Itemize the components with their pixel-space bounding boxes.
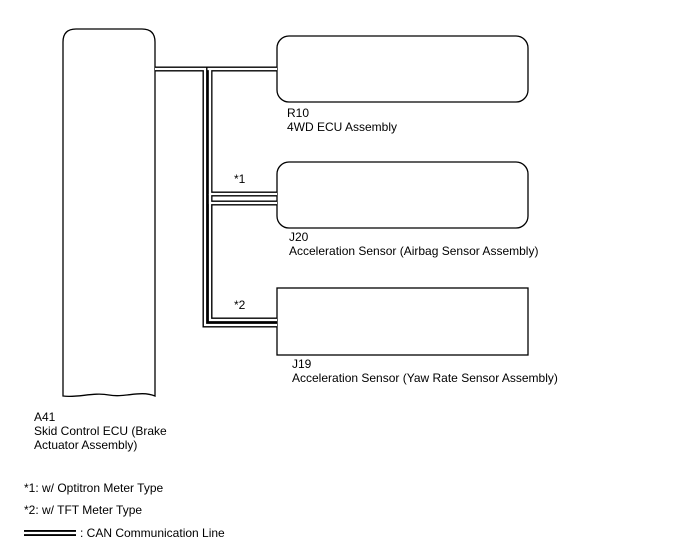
can-bus-wiring — [155, 66, 277, 328]
r10-connector-label: R10 — [287, 106, 310, 120]
a41-ecu-block — [62, 28, 156, 398]
a41-name-line1: Skid Control ECU (Brake — [34, 424, 167, 438]
j19-connector-label: J19 — [292, 357, 312, 371]
j19-box — [276, 287, 529, 356]
legend-note2: *2: w/ TFT Meter Type — [24, 503, 143, 517]
a41-connector-label: A41 — [34, 410, 56, 424]
legend-can-line-label: : CAN Communication Line — [80, 526, 225, 540]
j19-note-marker: *2 — [234, 298, 246, 312]
legend-note1: *1: w/ Optitron Meter Type — [24, 481, 164, 495]
r10-name-label: 4WD ECU Assembly — [287, 120, 398, 134]
j20-connector-label: J20 — [289, 230, 309, 244]
j19-name-label: Acceleration Sensor (Yaw Rate Sensor Ass… — [292, 371, 558, 385]
a41-name-line2: Actuator Assembly) — [34, 438, 138, 452]
j20-note-marker: *1 — [234, 172, 246, 186]
r10-box — [276, 35, 529, 103]
j20-name-label: Acceleration Sensor (Airbag Sensor Assem… — [289, 244, 539, 258]
j20-box — [276, 161, 529, 229]
